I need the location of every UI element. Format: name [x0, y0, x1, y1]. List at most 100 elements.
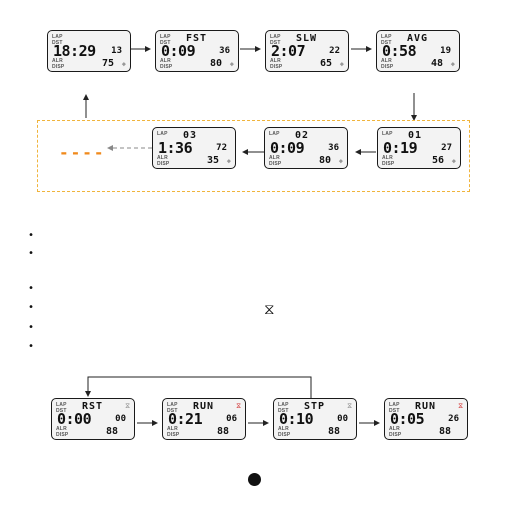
- lap-recall-box: [37, 120, 470, 192]
- disp-label: DISP: [52, 64, 65, 70]
- main-time: 0:09: [161, 42, 196, 60]
- main-time: 0:05: [390, 410, 425, 428]
- bottom-digits: 88: [216, 426, 229, 437]
- dst-label: DST: [167, 408, 178, 414]
- main-time: 0:58: [382, 42, 417, 60]
- lap-label: LAP: [52, 34, 63, 40]
- seconds-digits: 27: [441, 143, 452, 153]
- lcd-display: LAP DST RUN ⧖ 0:21 06 ALR DISP 88: [162, 398, 246, 440]
- seconds-digits: 36: [328, 143, 339, 153]
- page-dot: [248, 473, 261, 486]
- lap-label: LAP: [269, 131, 280, 137]
- mode-text: RST: [82, 401, 104, 412]
- lap-label: LAP: [167, 402, 178, 408]
- bottom-digits: 88: [438, 426, 451, 437]
- lcd-display: LAP DST SLW 2:07 22 ALR DISP 65 ◆: [265, 30, 349, 72]
- lcd-display: LAP DST FST 0:09 36 ALR DISP 80 ◆: [155, 30, 239, 72]
- list-item: •: [28, 283, 35, 294]
- lap-number: 01: [408, 130, 423, 141]
- seconds-digits: 36: [219, 46, 230, 56]
- alr-label: ALR: [270, 58, 281, 64]
- bottom-digits: 48: [430, 58, 443, 69]
- drop-icon: ◆: [226, 157, 231, 165]
- disp-label: DISP: [160, 64, 173, 70]
- alr-label: ALR: [389, 426, 400, 432]
- drop-icon: ◆: [229, 60, 234, 68]
- disp-label: DISP: [382, 161, 395, 167]
- alr-label: ALR: [157, 155, 168, 161]
- lcd-display: LAP DST 18:29 13 ALR DISP 75 ◆: [47, 30, 131, 72]
- seconds-digits: 06: [226, 414, 237, 424]
- hourglass-icon: ⧖: [347, 402, 352, 410]
- dst-label: DST: [56, 408, 67, 414]
- disp-label: DISP: [270, 64, 283, 70]
- dst-label: DST: [389, 408, 400, 414]
- orange-marker: ----: [59, 143, 106, 162]
- lcd-display: LAP DST RST ⧖ 0:00 00 ALR DISP 88: [51, 398, 135, 440]
- lap-label: LAP: [389, 402, 400, 408]
- disp-label: DISP: [381, 64, 394, 70]
- seconds-digits: 19: [440, 46, 451, 56]
- disp-label: DISP: [278, 432, 291, 438]
- disp-label: DISP: [389, 432, 402, 438]
- list-item: •: [28, 230, 35, 241]
- dst-label: DST: [52, 40, 63, 46]
- lap-number: 03: [183, 130, 198, 141]
- lap-label: LAP: [157, 131, 168, 137]
- lap-number: 02: [295, 130, 310, 141]
- mode-text: RUN: [415, 401, 437, 412]
- lap-label: LAP: [160, 34, 171, 40]
- alr-label: ALR: [160, 58, 171, 64]
- main-time: 1:36: [158, 139, 193, 157]
- drop-icon: ◆: [339, 60, 344, 68]
- main-time: 0:09: [270, 139, 305, 157]
- drop-icon: ◆: [338, 157, 343, 165]
- lap-label: LAP: [270, 34, 281, 40]
- disp-label: DISP: [56, 432, 69, 438]
- alr-label: ALR: [52, 58, 63, 64]
- drop-icon: ◆: [121, 60, 126, 68]
- dst-label: DST: [160, 40, 171, 46]
- list-item: •: [28, 322, 35, 333]
- mode-text: FST: [186, 33, 208, 44]
- alr-label: ALR: [381, 58, 392, 64]
- lap-label: LAP: [381, 34, 392, 40]
- lcd-display: LAP 02 0:09 36 ALR DISP 80 ◆: [264, 127, 348, 169]
- mode-text: AVG: [407, 33, 429, 44]
- alr-label: ALR: [167, 426, 178, 432]
- alr-label: ALR: [278, 426, 289, 432]
- dst-label: DST: [278, 408, 289, 414]
- seconds-digits: 26: [448, 414, 459, 424]
- lap-label: LAP: [278, 402, 289, 408]
- disp-label: DISP: [269, 161, 282, 167]
- bottom-digits: 88: [327, 426, 340, 437]
- bottom-digits: 88: [105, 426, 118, 437]
- lcd-display: LAP 03 1:36 72 ALR DISP 35 ◆: [152, 127, 236, 169]
- disp-label: DISP: [167, 432, 180, 438]
- lcd-display: LAP 01 0:19 27 ALR DISP 56 ◆: [377, 127, 461, 169]
- lcd-display: LAP DST STP ⧖ 0:10 00 ALR DISP 88: [273, 398, 357, 440]
- main-time: 0:00: [57, 410, 92, 428]
- hourglass-icon: ⧖: [125, 402, 130, 410]
- alr-label: ALR: [269, 155, 280, 161]
- drop-icon: ◆: [451, 157, 456, 165]
- hourglass-icon: ⧖: [458, 402, 463, 410]
- main-time: 18:29: [53, 42, 96, 60]
- lap-label: LAP: [56, 402, 67, 408]
- lcd-display: LAP DST RUN ⧖ 0:05 26 ALR DISP 88: [384, 398, 468, 440]
- bottom-digits: 56: [431, 155, 444, 166]
- list-item: •: [28, 302, 35, 313]
- alr-label: ALR: [382, 155, 393, 161]
- dst-label: DST: [270, 40, 281, 46]
- main-time: 2:07: [271, 42, 306, 60]
- drop-icon: ◆: [450, 60, 455, 68]
- bottom-digits: 35: [206, 155, 219, 166]
- bottom-digits: 75: [101, 58, 114, 69]
- hourglass-icon: ⧖: [236, 402, 241, 410]
- main-time: 0:10: [279, 410, 314, 428]
- seconds-digits: 13: [111, 46, 122, 56]
- alr-label: ALR: [56, 426, 67, 432]
- dst-label: DST: [381, 40, 392, 46]
- list-item: •: [28, 248, 35, 259]
- seconds-digits: 72: [216, 143, 227, 153]
